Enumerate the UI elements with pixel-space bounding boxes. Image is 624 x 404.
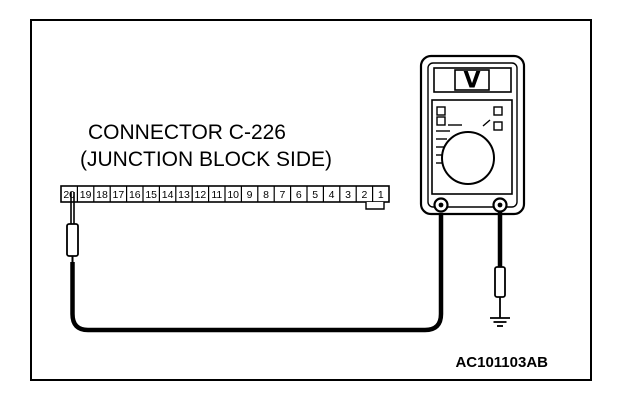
ground-probe-handle (494, 266, 506, 298)
connector-pin-13: 13 (178, 189, 190, 201)
connector-latch (365, 202, 385, 210)
connector-pin-17: 17 (113, 189, 125, 201)
connector-pin-16: 16 (129, 189, 141, 201)
connector-pin-3: 3 (345, 189, 351, 201)
connector-pin-7: 7 (279, 189, 285, 201)
connector-pin-14: 14 (162, 189, 174, 201)
test-probe-lead (66, 192, 79, 262)
connector-pin-12: 12 (195, 189, 207, 201)
connector-side-label: (JUNCTION BLOCK SIDE) (80, 148, 332, 171)
mode-button-left-1[interactable] (436, 106, 446, 116)
connector-pin-1: 1 (378, 189, 384, 201)
connector-pin-11: 11 (211, 189, 222, 201)
connector-pin-18: 18 (96, 189, 108, 201)
voltage-mode-symbol: V (463, 69, 480, 94)
multimeter-bezel (427, 62, 518, 208)
multimeter: V (419, 54, 526, 216)
meter-lead-wire (70, 206, 444, 333)
diagram-frame (30, 19, 592, 381)
mode-button-right-2[interactable] (493, 121, 503, 131)
mode-button-right-1[interactable] (493, 106, 503, 116)
v-terminal-center (497, 202, 503, 208)
connector-pin-20: 20 (63, 189, 75, 201)
rotary-selector-dial[interactable] (441, 131, 495, 185)
connector-pin-8: 8 (263, 189, 269, 201)
com-terminal-center (438, 202, 444, 208)
connector-pin-19: 19 (80, 189, 92, 201)
figure-code: AC101103AB (455, 354, 548, 371)
mode-button-left-2[interactable] (436, 116, 446, 126)
probe-handle (66, 223, 79, 257)
connector-pin-9: 9 (247, 189, 253, 201)
connector-pin-2: 2 (361, 189, 367, 201)
connector-pin-10: 10 (227, 189, 239, 201)
connector-pin-4: 4 (329, 189, 335, 201)
ground-lead (490, 211, 510, 327)
connector-pin-6: 6 (296, 189, 302, 201)
connector-name-label: CONNECTOR C-226 (88, 121, 286, 144)
connector-pin-15: 15 (145, 189, 157, 201)
connector-pin-5: 5 (312, 189, 318, 201)
meter-readout-box (454, 69, 490, 91)
dial-scale-marks (436, 119, 491, 164)
